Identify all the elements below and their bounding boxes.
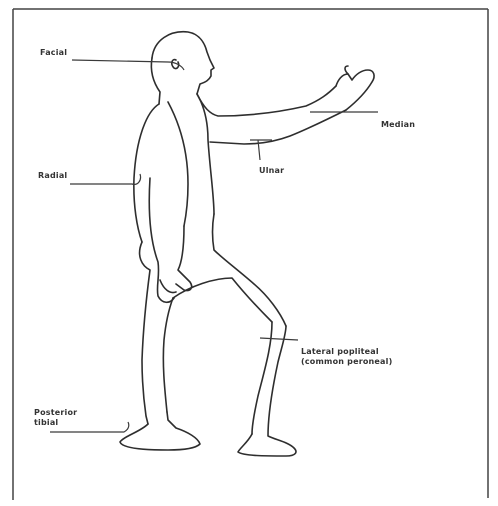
- front-thigh-top: [173, 278, 272, 322]
- frame: [13, 9, 488, 500]
- human-figure: [120, 32, 374, 456]
- back-of-neck: [151, 58, 160, 104]
- label-posterior-tibial-line1: Posterior: [34, 408, 77, 418]
- leader-facial: [72, 60, 184, 70]
- leader-radial: [70, 174, 141, 184]
- back-outline: [134, 104, 159, 242]
- front-foot: [238, 326, 296, 456]
- label-lateral-popliteal: Lateral popliteal (common peroneal): [301, 347, 392, 367]
- side-hand-fingers: [160, 280, 176, 293]
- label-radial: Radial: [38, 171, 67, 181]
- front-thigh-front: [213, 214, 287, 326]
- label-lateral-popliteal-line1: Lateral popliteal: [301, 347, 392, 357]
- rear-foot: [120, 412, 200, 450]
- rear-inner-leg: [163, 298, 173, 412]
- side-arm-front: [176, 226, 192, 291]
- label-lateral-popliteal-line2: (common peroneal): [301, 357, 392, 367]
- hand: [336, 70, 374, 110]
- label-median: Median: [381, 120, 415, 130]
- torso-side: [168, 102, 188, 226]
- head-outline: [152, 32, 214, 94]
- leader-lateral-popliteal: [260, 338, 298, 340]
- rear-leg-outline: [140, 242, 150, 424]
- label-facial: Facial: [40, 48, 67, 58]
- label-posterior-tibial: Posterior tibial: [34, 408, 77, 428]
- label-ulnar: Ulnar: [259, 166, 284, 176]
- thumb: [345, 66, 348, 74]
- label-posterior-tibial-line2: tibial: [34, 418, 77, 428]
